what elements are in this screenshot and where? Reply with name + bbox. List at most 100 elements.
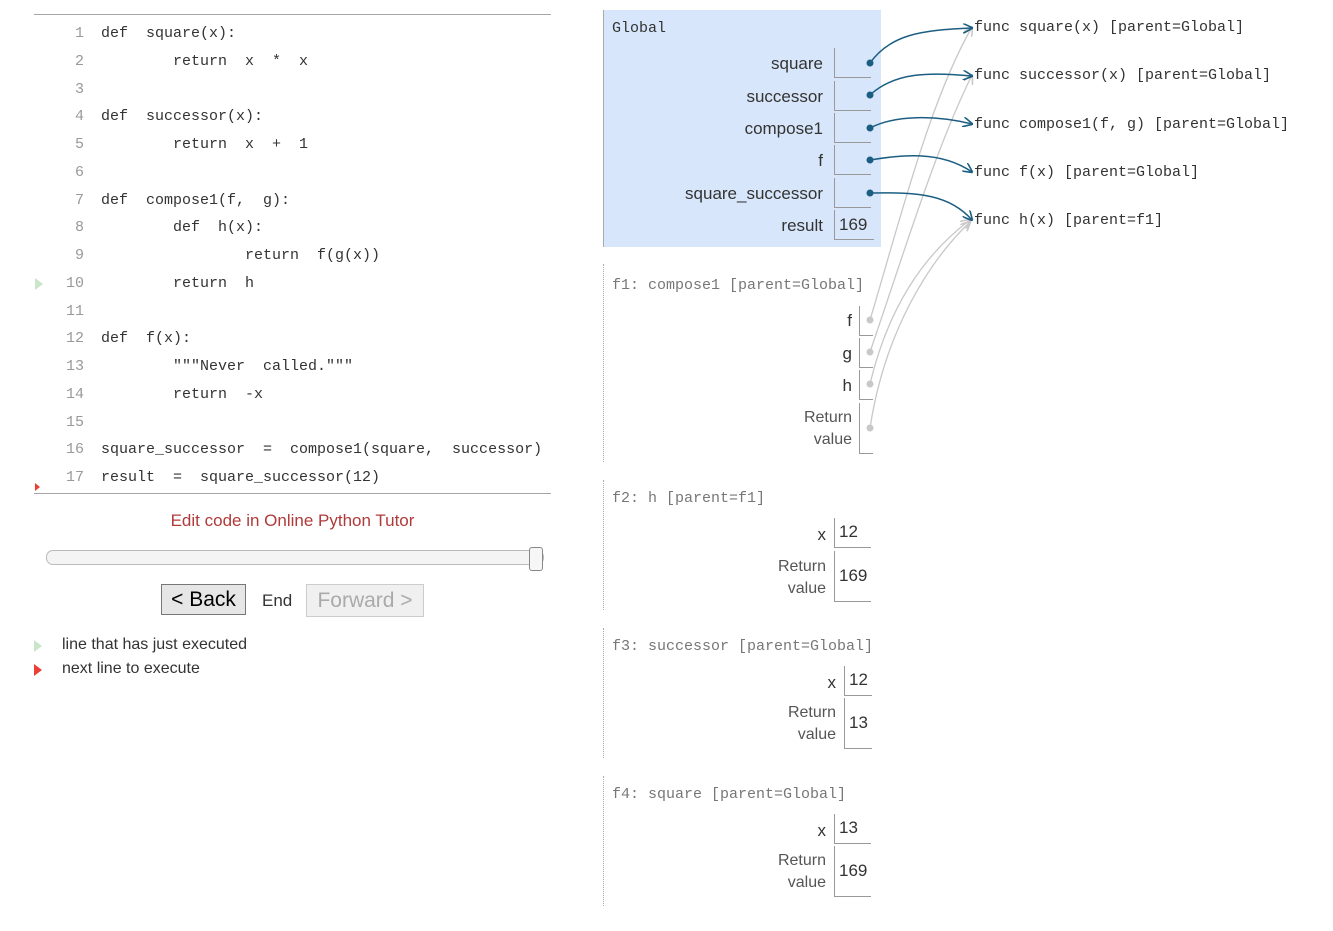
execution-slider[interactable] [46,550,544,565]
return-label-line2: value [813,431,852,448]
frame-title: f1: compose1 [parent=Global] [612,277,865,294]
var-value-g [859,338,873,368]
code-line-5: 5 return x + 1 [34,134,551,156]
code-line-6: 6 [34,162,551,184]
var-name: g [842,344,852,363]
line-number: 11 [65,303,84,320]
frame-title: Global [612,20,667,37]
code-line-3: 3 [34,79,551,101]
return-value: 13 [844,698,872,749]
var-value-result: 169 [834,210,874,240]
just-executed-arrow-icon [35,278,43,290]
var-value-compose1 [834,113,871,143]
code-line-8: 8 def h(x): [34,217,551,239]
pointer-f1-g [869,75,972,353]
pointer-f [869,154,972,172]
var-value-f [859,306,873,336]
line-number: 4 [74,108,84,125]
pointer-f1-return [869,222,970,429]
code-line-17: 17 result = square_successor(12) [34,467,551,489]
return-value [859,403,873,454]
line-number: 2 [74,53,84,70]
global-frame: Global square successor compose1 f squar… [603,10,881,247]
frame-f1-compose1: f1: compose1 [parent=Global] f g h Retur… [603,264,884,462]
return-label-line2: value [787,874,826,891]
var-value-h [859,370,873,400]
code-line-13: 13 """Never called.""" [34,356,551,378]
frame-f3-successor: f3: successor [parent=Global] x 12 Retur… [603,628,884,758]
line-number: 7 [74,192,84,209]
heap-func-square: func square(x) [parent=Global] [974,19,1245,36]
code-text: return -x [101,386,264,403]
line-number: 14 [65,386,84,403]
code-text: square_successor = compose1(square, succ… [101,441,543,458]
pointer-f1-f [869,27,972,321]
line-number: 12 [65,330,84,347]
var-name: x [817,821,827,840]
code-line-2: 2 return x * x [34,51,551,73]
var-name: f [847,311,852,330]
legend-just-executed: line that has just executed [34,636,334,656]
gutter [34,273,46,295]
line-number: 6 [74,164,84,181]
line-number: 5 [74,136,84,153]
code-line-12: 12 def f(x): [34,328,551,350]
slider-handle[interactable] [529,547,543,571]
line-number: 15 [65,414,84,431]
return-label-line1: Return [787,704,836,721]
var-name: compose1 [744,119,823,138]
code-text: def f(x): [101,330,192,347]
return-label: Return value [804,407,852,451]
pointer-successor [869,74,972,96]
return-label-line2: value [787,580,826,597]
line-number: 10 [65,275,84,292]
edit-code-link[interactable]: Edit code in Online Python Tutor [170,511,415,530]
return-label-line1: Return [777,852,826,869]
green-arrow-icon [34,640,42,652]
code-line-10: 10 return h [34,273,551,295]
next-line-arrow-icon [35,483,40,491]
var-name: square_successor [685,184,823,203]
heap-func-successor: func successor(x) [parent=Global] [974,67,1272,84]
code-line-16: 16 square_successor = compose1(square, su… [34,439,551,461]
legend-next-line: next line to execute [34,660,334,680]
var-value-successor [834,81,871,111]
var-name: x [827,673,837,692]
var-value-x: 12 [844,666,872,696]
code-line-7: 7 def compose1(f, g): [34,190,551,212]
return-label-line2: value [797,726,836,743]
line-number: 3 [74,81,84,98]
line-number: 9 [74,247,84,264]
var-name: x [817,525,827,544]
legend-text: line that has just executed [62,636,248,653]
heap-func-h: func h(x) [parent=f1] [974,212,1164,229]
var-value-square-successor [834,178,871,208]
back-button[interactable]: < Back [161,584,246,615]
code-line-14: 14 return -x [34,384,551,406]
red-arrow-icon [34,664,42,676]
pointer-f1-h [869,220,970,385]
pointer-square [869,28,972,64]
line-number: 8 [74,219,84,236]
step-status: End [262,591,293,610]
line-number: 17 [65,469,84,486]
code-text: def h(x): [101,219,264,236]
return-label-line1: Return [777,558,826,575]
return-label: Return value [778,556,826,600]
code-text: """Never called.""" [101,358,354,375]
code-line-15: 15 [34,412,551,434]
var-name: result [781,216,823,235]
return-label: Return value [778,850,826,894]
pointer-compose1 [869,116,972,129]
return-value: 169 [834,846,871,897]
line-number: 16 [65,441,84,458]
forward-button[interactable]: Forward > [306,584,424,617]
code-text: return x * x [101,53,309,70]
heap-func-f: func f(x) [parent=Global] [974,164,1200,181]
code-text: def compose1(f, g): [101,192,291,209]
code-line-11: 11 [34,301,551,323]
code-text: result = square_successor(12) [101,469,381,486]
